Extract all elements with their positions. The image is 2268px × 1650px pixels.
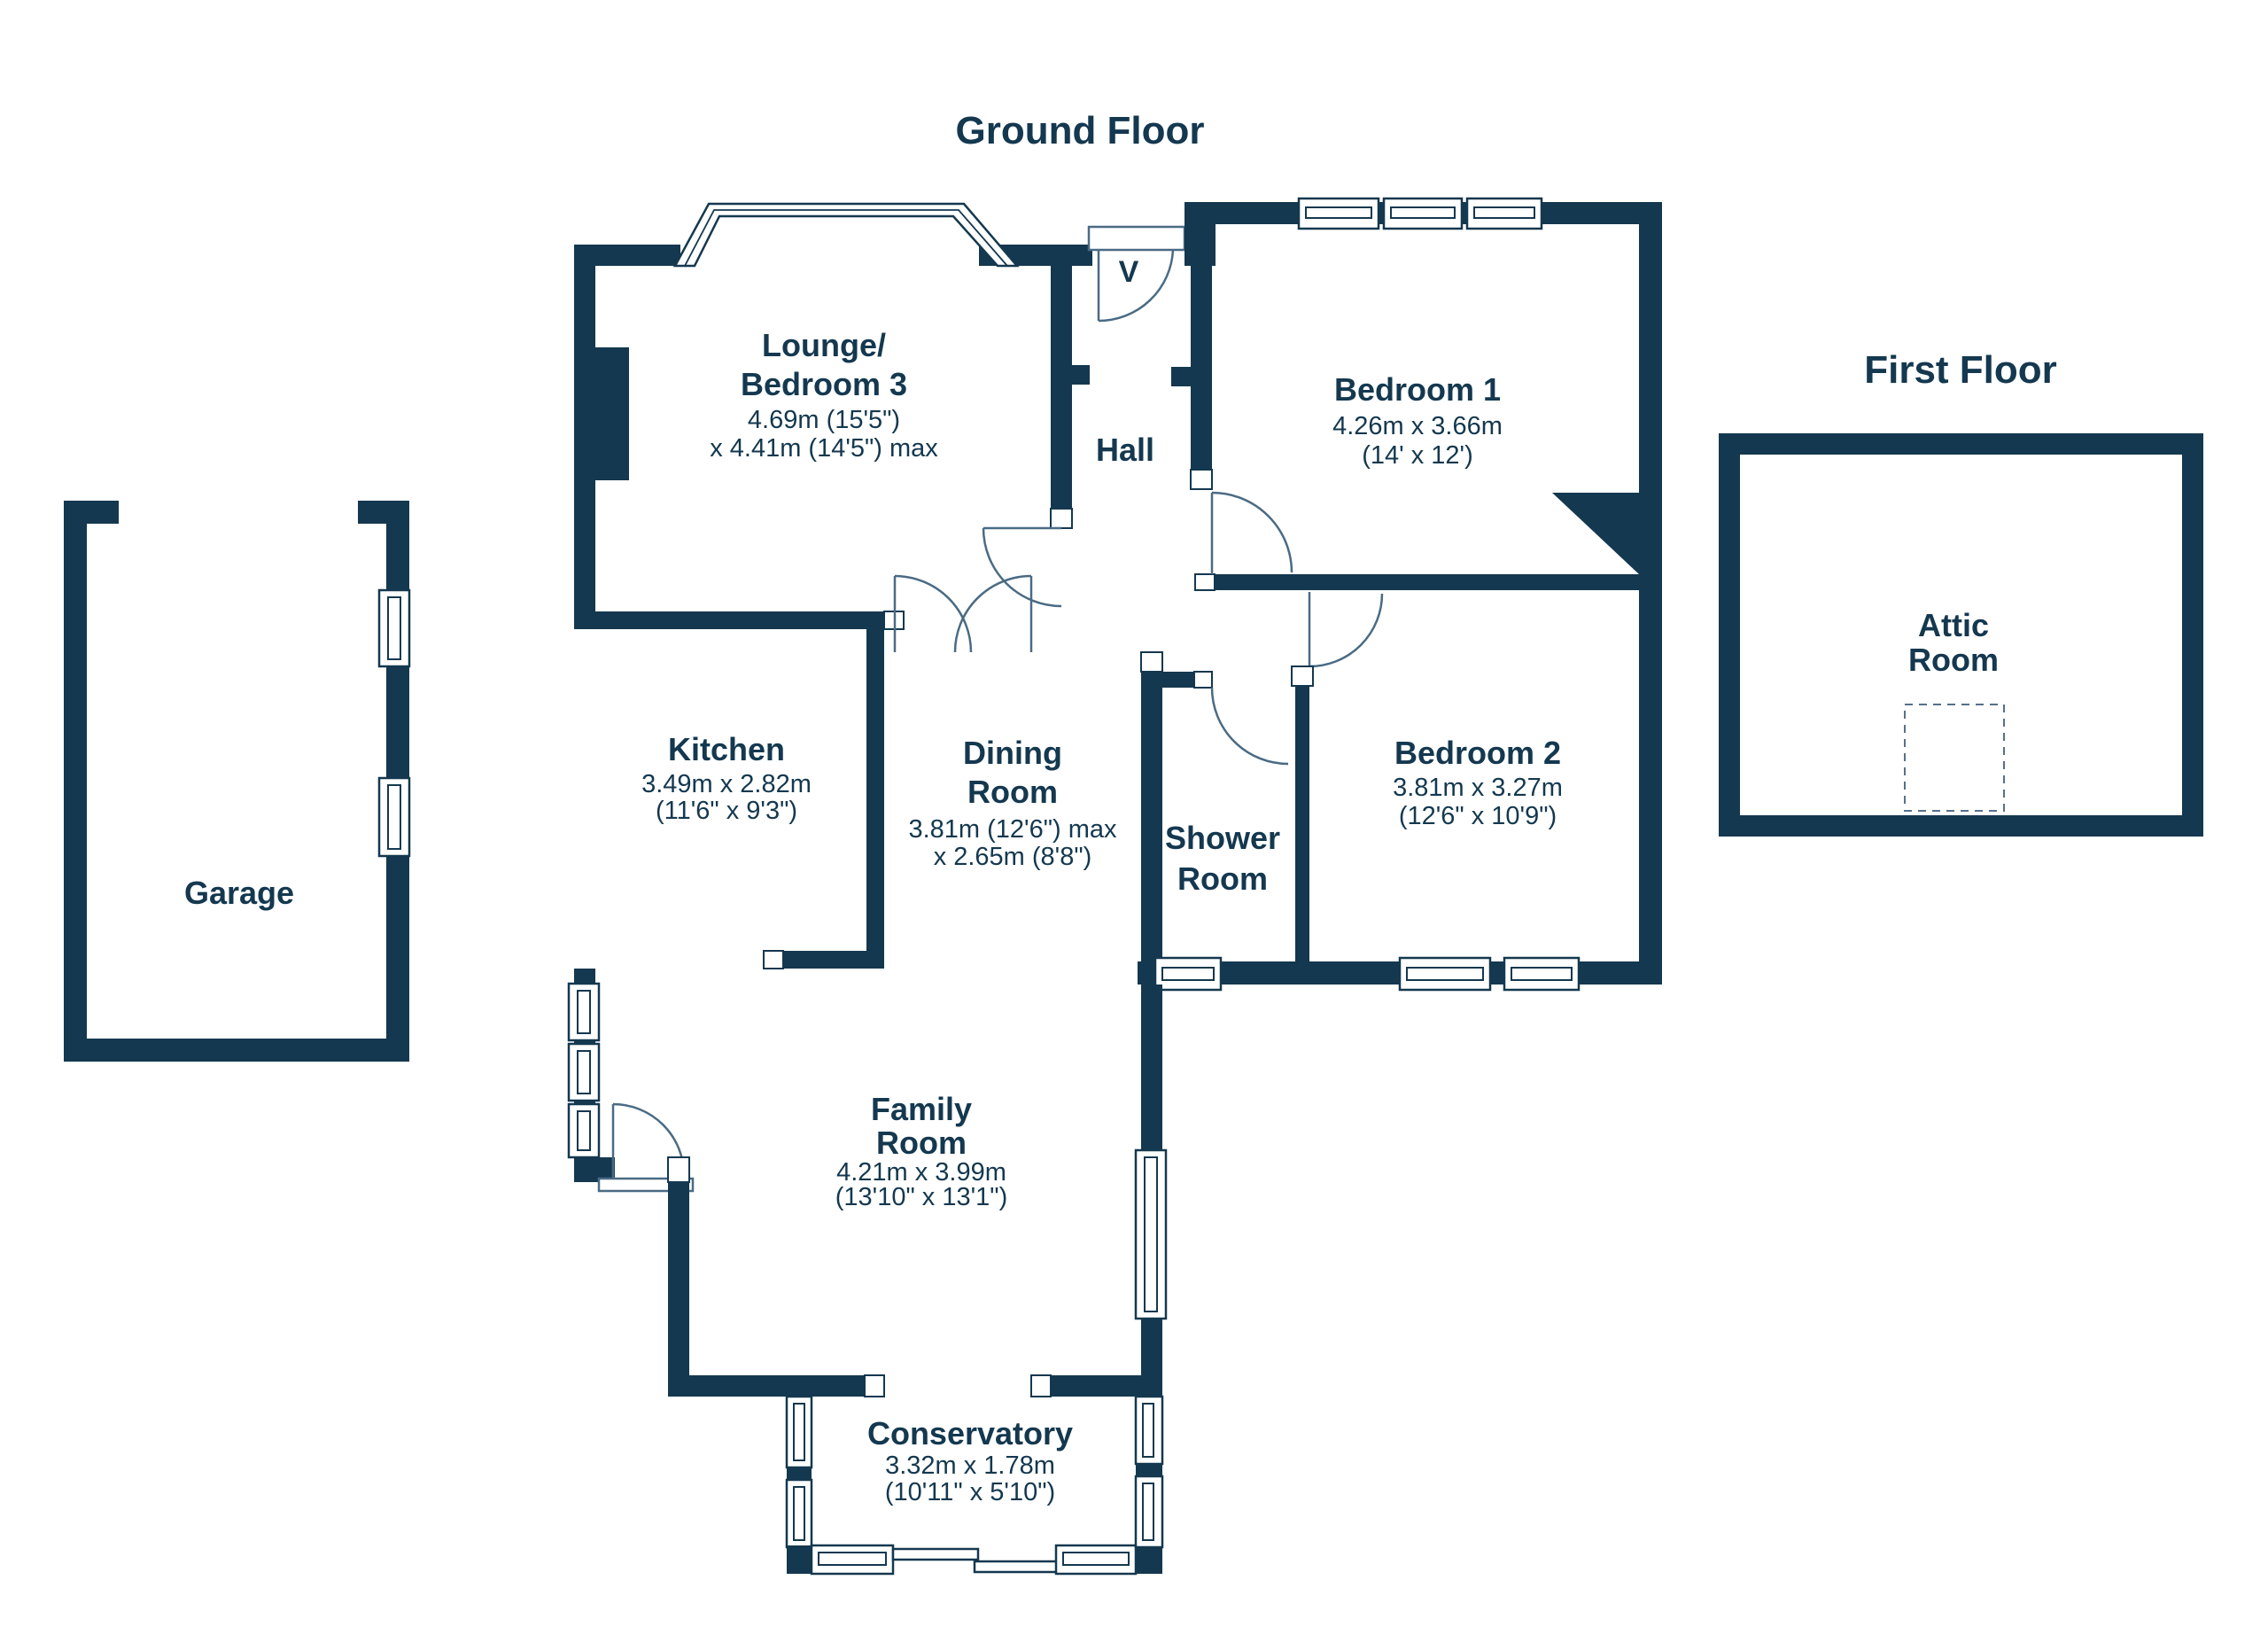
- lounge-door: [982, 526, 1062, 608]
- conservatory-dims: (10'11" x 5'10"): [885, 1478, 1055, 1506]
- conservatory-structure: [785, 1395, 1164, 1576]
- bedroom1-label: Bedroom 1: [1334, 371, 1501, 408]
- bedroom1-door-arc: [1211, 491, 1293, 573]
- attic-label: Room: [1908, 642, 1999, 678]
- ground-floor-title: Ground Floor: [955, 109, 1204, 152]
- door-hinge-block: [1030, 1374, 1052, 1397]
- family-label: Family: [871, 1091, 972, 1127]
- lounge-label: Lounge/: [762, 327, 886, 363]
- door-hinge-block: [667, 1156, 690, 1183]
- family-window: [567, 1042, 601, 1102]
- garage-structure: [64, 501, 411, 1062]
- door-hinge-block: [763, 950, 784, 969]
- ground-floor-structure: [567, 197, 1662, 1576]
- bay-window: [672, 202, 1020, 268]
- first-floor-title: First Floor: [1864, 348, 2057, 392]
- bedroom1-window: [1465, 197, 1543, 230]
- bedroom1-dims: 4.26m x 3.66m: [1332, 412, 1503, 440]
- dining-dims: 3.81m (12'6") max: [908, 815, 1117, 844]
- door-hinge-block: [1291, 665, 1314, 687]
- dining-label: Room: [967, 774, 1058, 810]
- attic-label: Attic: [1918, 607, 1989, 643]
- bedroom2-label: Bedroom 2: [1394, 735, 1561, 771]
- door-hinge-block: [1193, 671, 1213, 689]
- door-hinge-block: [864, 1374, 885, 1397]
- family-label: Room: [876, 1125, 967, 1161]
- kitchen-dims: (11'6" x 9'3"): [656, 797, 797, 825]
- attic-hatch-outline: [1904, 704, 2005, 812]
- family-east-window: [1134, 1148, 1168, 1320]
- shower-label: Room: [1177, 860, 1268, 897]
- conservatory-window: [1134, 1475, 1164, 1549]
- bedroom1-window: [1382, 197, 1464, 230]
- first-floor-structure: [1719, 433, 2203, 837]
- conservatory-window: [785, 1478, 813, 1549]
- lounge-label: Bedroom 3: [741, 366, 907, 402]
- conservatory-window: [1054, 1544, 1138, 1576]
- lounge-dims: 4.69m (15'5"): [748, 406, 900, 434]
- kitchen-dims: 3.49m x 2.82m: [641, 770, 812, 798]
- family-window: [567, 1102, 601, 1159]
- dining-dims: x 2.65m (8'8"): [934, 843, 1092, 871]
- bedroom2-dims: 3.81m x 3.27m: [1393, 774, 1563, 802]
- conservatory-window: [810, 1544, 895, 1576]
- double-door: [893, 574, 1033, 653]
- conservatory-window: [785, 1395, 813, 1469]
- garage-label: Garage: [184, 875, 294, 911]
- family-dims: 4.21m x 3.99m: [836, 1158, 1006, 1187]
- door-hinge-block: [1140, 651, 1163, 673]
- door-hinge-block: [1190, 469, 1213, 490]
- kitchen-label: Kitchen: [668, 731, 785, 767]
- lounge-dims: x 4.41m (14'5") max: [710, 434, 938, 463]
- entrance-door-arc: [1098, 249, 1175, 323]
- conservatory-window: [1134, 1395, 1164, 1466]
- garage-window: [377, 776, 411, 858]
- labels: Ground Floor First Floor Lounge/ Bedroom…: [184, 109, 2057, 1506]
- bedroom2-window: [1503, 956, 1581, 992]
- family-dims: (13'10" x 13'1"): [835, 1183, 1008, 1211]
- bedroom2-dims: (12'6" x 10'9"): [1399, 802, 1557, 830]
- door-hinge-block: [1050, 508, 1073, 529]
- door-hinge-block: [1194, 573, 1216, 591]
- conservatory-sliding-door: [891, 1547, 1061, 1574]
- bedroom2-window: [1398, 956, 1492, 992]
- shower-label: Shower: [1165, 820, 1280, 856]
- dining-label: Dining: [963, 735, 1062, 771]
- shower-window: [1153, 956, 1223, 992]
- bedroom1-window: [1297, 197, 1380, 230]
- conservatory-dims: 3.32m x 1.78m: [885, 1452, 1055, 1480]
- shower-door-arc: [1210, 687, 1289, 766]
- bedroom2-door-arc: [1309, 593, 1384, 668]
- bedroom1-dims: (14' x 12'): [1362, 441, 1473, 470]
- vestibule-label: V: [1119, 255, 1139, 289]
- entrance-door-frame: [1087, 225, 1186, 252]
- conservatory-label: Conservatory: [867, 1415, 1073, 1452]
- hall-label: Hall: [1096, 432, 1154, 468]
- garage-window: [377, 588, 411, 668]
- family-window: [567, 982, 601, 1042]
